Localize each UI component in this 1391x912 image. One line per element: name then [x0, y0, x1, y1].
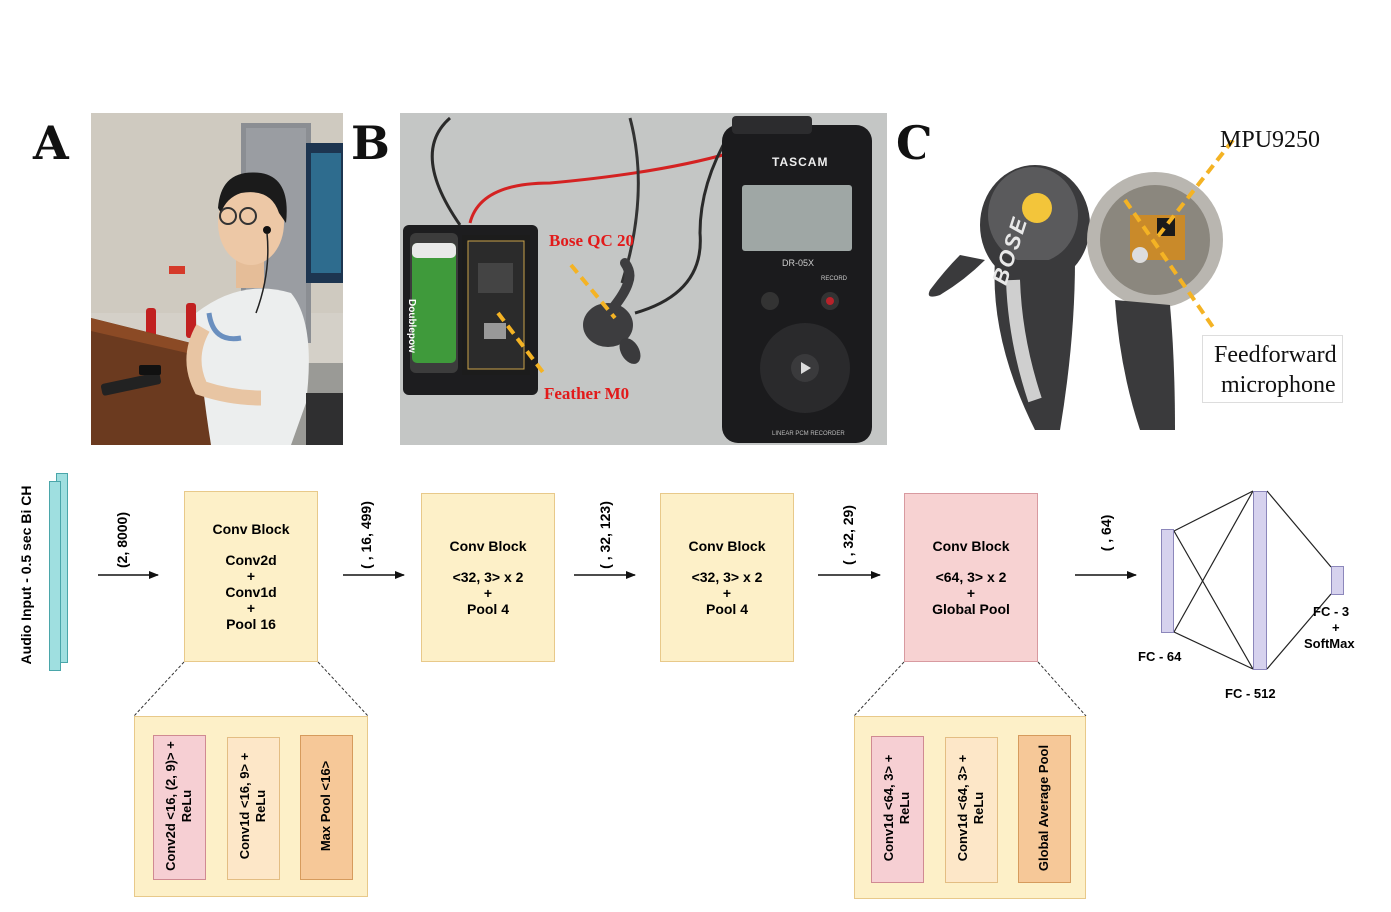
- fc-link-5: [1266, 490, 1332, 568]
- detail2-global-avg-pool-line1: Global Average Pool: [1036, 744, 1051, 872]
- softmax-label: SoftMax: [1304, 636, 1355, 651]
- detail1-conv2d-line2: ReLu: [179, 789, 194, 823]
- conv-block-3-title: Conv Block: [688, 538, 766, 554]
- detail1-maxpool-text: Max Pool <16>: [318, 761, 334, 851]
- detail1-conv1d-line2: ReLu: [253, 789, 268, 823]
- record-button-label: RECORD: [821, 276, 848, 282]
- conv-block-3: Conv Block <32, 3> x 2 + Pool 4: [660, 493, 794, 662]
- detail2-conv1d-a-text: Conv1d <64, 3> + ReLu: [881, 755, 913, 862]
- conv-block-1-line-1: Conv2d: [225, 552, 277, 568]
- conv-block-2-line-3: Pool 4: [466, 601, 509, 617]
- fc-512-label: FC - 512: [1225, 686, 1276, 701]
- conv-block-1: Conv Block Conv2d + Conv1d + Pool 16: [184, 491, 318, 662]
- shape-label-5: ( , 64): [1098, 514, 1114, 552]
- conv-block-4: Conv Block <64, 3> x 2 + Global Pool: [904, 493, 1038, 662]
- tascam-brand-label: TASCAM: [772, 155, 829, 169]
- detail1-conv1d-box: [227, 737, 280, 880]
- fc-link-1: [1173, 490, 1254, 532]
- detail1-maxpool-box: [300, 735, 353, 880]
- conv-block-2-title: Conv Block: [449, 538, 527, 554]
- fc-64-bar: [1161, 529, 1174, 633]
- mpu9250-label: MPU9250: [1220, 127, 1321, 153]
- photo-a-subject-wearing-earbuds: [91, 113, 343, 445]
- conv-block-3-line-1: <32, 3> x 2: [691, 569, 763, 585]
- conv-block-2-line-2: +: [483, 585, 493, 601]
- conv-block-3-line-3: Pool 4: [705, 601, 748, 617]
- feather-m0-label: Feather M0: [544, 384, 630, 403]
- fc-3-bar: [1331, 566, 1344, 595]
- photo-a-illustration: [91, 113, 343, 445]
- conv-block-4-title: Conv Block: [932, 538, 1010, 554]
- feedforward-mic-callout: [1202, 335, 1343, 403]
- feedforward-label: Feedforward: [1214, 342, 1337, 368]
- shape-label-4: ( , 32, 29): [840, 505, 856, 565]
- conv-block-1-line-5: Pool 16: [226, 616, 276, 632]
- conv-block-1-line-4: +: [246, 600, 256, 616]
- audio-input-label: Audio Input - 0.5 sec Bi CH: [18, 485, 34, 665]
- conv-block-1-line-2: +: [246, 568, 256, 584]
- detail1-conv2d-text: Conv2d <16, (2, 9)> + ReLu: [163, 741, 195, 871]
- fc-link-3: [1173, 490, 1254, 633]
- shape-label-3: ( , 32, 123): [597, 501, 613, 569]
- conv-block-4-line-2: +: [966, 585, 976, 601]
- fc-3-label: FC - 3: [1313, 604, 1350, 619]
- shape-label-2: ( , 16, 499): [358, 501, 374, 569]
- detail2-global-avg-pool-text: Global Average Pool: [1036, 745, 1052, 871]
- bose-qc20-label: Bose QC 20: [549, 231, 634, 250]
- detail2-conv1d-b-box: [945, 737, 998, 883]
- fc-512-bar: [1253, 491, 1267, 670]
- zoom-line-right-2: [1037, 661, 1087, 717]
- zoom-line-right-1: [317, 661, 369, 717]
- detail1-maxpool-line1: Max Pool <16>: [318, 760, 333, 852]
- input-bar-front: [49, 481, 61, 671]
- photo-b-illustration: [400, 113, 887, 445]
- detail1-conv2d-line1: Conv2d <16, (2, 9)> +: [163, 741, 178, 871]
- panel-letter-b: B: [351, 116, 390, 170]
- photo-b-hardware-setup: Bose QC 20 Feather M0 TASCAM DR-05X RECO…: [400, 113, 887, 445]
- fc-link-2: [1173, 530, 1254, 670]
- recorder-model-label: DR-05X: [782, 258, 815, 268]
- conv-block-4-line-1: <64, 3> x 2: [935, 569, 1007, 585]
- detail2-conv1d-a-line2: ReLu: [897, 791, 912, 825]
- microphone-label: microphone: [1221, 372, 1336, 398]
- fc-64-label: FC - 64: [1138, 649, 1182, 664]
- conv-block-2: Conv Block <32, 3> x 2 + Pool 4: [421, 493, 555, 662]
- photo-c-illustration: [928, 140, 1235, 430]
- panel-letter-a: A: [33, 116, 69, 170]
- conv-block-3-line-2: +: [722, 585, 732, 601]
- conv-block-1-title: Conv Block: [212, 521, 290, 537]
- detail1-conv1d-text: Conv1d <16, 9> + ReLu: [237, 753, 269, 860]
- fc-3-plus: +: [1332, 620, 1340, 635]
- detail2-conv1d-b-line1: Conv1d <64, 3> +: [955, 754, 970, 862]
- recorder-caption-label: LINEAR PCM RECORDER: [772, 431, 845, 437]
- conv-block-1-line-3: Conv1d: [225, 584, 277, 600]
- conv-block-4-line-3: Global Pool: [932, 601, 1010, 617]
- fc-link-4: [1173, 631, 1254, 670]
- detail2-conv1d-a-line1: Conv1d <64, 3> +: [881, 754, 896, 862]
- detail2-global-avg-pool-box: [1018, 735, 1071, 883]
- fc-link-6: [1266, 593, 1332, 670]
- detail2-conv1d-a-box: [871, 736, 924, 883]
- zoom-line-left-1: [133, 661, 185, 717]
- zoom-line-left-2: [853, 661, 905, 717]
- detail2-conv1d-b-line2: ReLu: [971, 791, 986, 825]
- detail1-conv2d-box: [153, 735, 206, 880]
- conv-block-2-line-1: <32, 3> x 2: [452, 569, 524, 585]
- detail1-conv1d-line1: Conv1d <16, 9> +: [237, 752, 252, 860]
- shape-label-1: (2, 8000): [114, 511, 130, 569]
- detail2-conv1d-b-text: Conv1d <64, 3> + ReLu: [955, 755, 987, 862]
- photo-c-earbud-internals: BOSE: [925, 140, 1250, 440]
